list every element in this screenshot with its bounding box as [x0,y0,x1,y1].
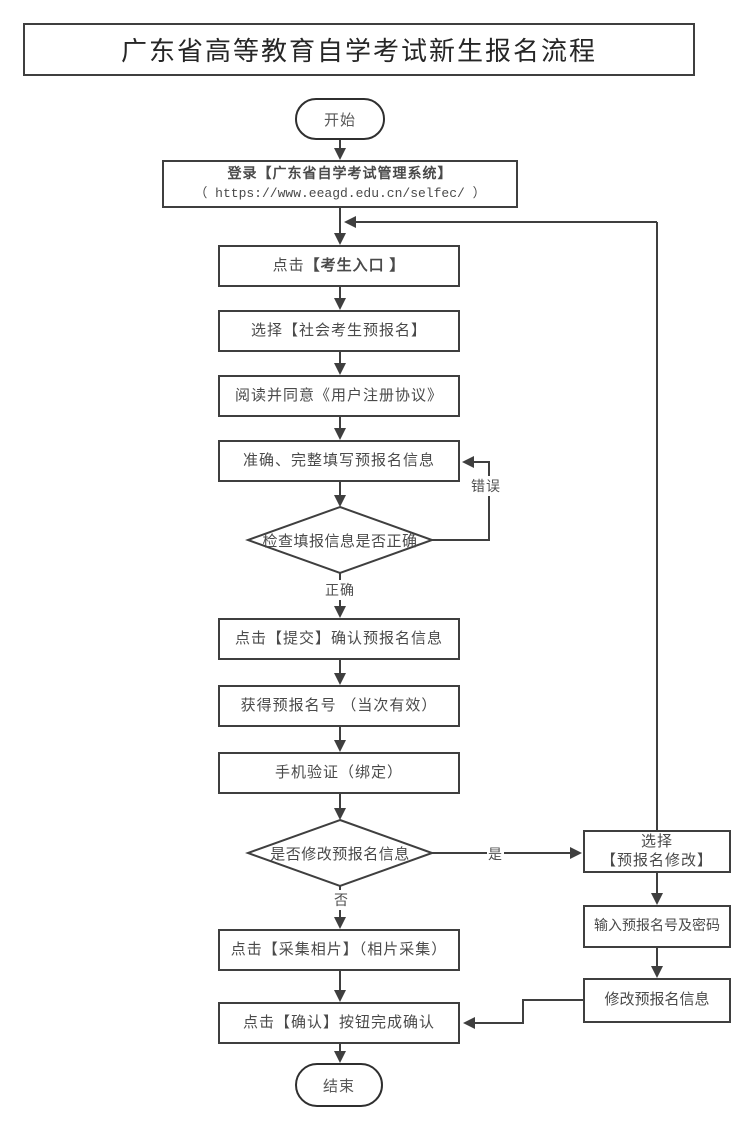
node-login: 登录【广东省自学考试管理系统】 （ https://www.eeagd.edu.… [162,160,518,208]
title-box: 广东省高等教育自学考试新生报名流程 [23,23,695,76]
node-start-label: 开始 [323,112,356,129]
edge-entry-social [334,287,346,310]
edge-label-no: 否 [333,890,350,910]
node-enter-number: 输入预报名号及密码 [583,905,731,948]
decision-modify-label: 是否修改预报名信息 [270,846,410,863]
node-choose-social-label: 选择【社会考生预报名】 [250,322,427,339]
node-submit: 点击【提交】确认预报名信息 [218,618,460,660]
node-select-modify-line2: 【预报名修改】 [600,852,713,869]
node-click-entry: 点击【考生入口 】 [218,245,460,287]
node-obtain-number: 获得预报名号 （当次有效） [218,685,460,727]
node-modify-info: 修改预报名信息 [583,978,731,1023]
node-confirm-label: 点击【确认】按钮完成确认 [242,1014,435,1031]
node-click-entry-label: 点击【考生入口 】 [272,257,406,274]
node-select-modify-line1: 选择 [640,833,673,850]
edge-confirm-end [334,1044,346,1063]
node-collect-photo: 点击【采集相片】（相片采集） [218,929,460,971]
node-fill-info-label: 准确、完整填写预报名信息 [242,452,435,469]
node-login-label: 登录【广东省自学考试管理系统】 [227,167,453,182]
node-obtain-number-label: 获得预报名号 （当次有效） [240,697,438,714]
node-agreement-label: 阅读并同意《用户注册协议》 [234,387,443,404]
edge-label-error: 错误 [470,476,502,496]
node-choose-social: 选择【社会考生预报名】 [218,310,460,352]
edge-error-loop [432,456,490,541]
edge-yes [432,847,582,859]
node-login-url: （ https://www.eeagd.edu.cn/selfec/ ） [194,186,486,201]
edge-social-agreement [334,352,346,375]
node-phone-verify: 手机验证（绑定） [218,752,460,794]
edge-select-enter [651,873,663,905]
node-submit-label: 点击【提交】确认预报名信息 [234,630,443,647]
edge-modify-confirm [463,999,583,1029]
edge-phone-decision [334,794,346,820]
node-phone-verify-label: 手机验证（绑定） [274,764,403,781]
edge-enter-modify [651,948,663,978]
edge-submit-obtain [334,660,346,685]
node-end-label: 结束 [322,1078,355,1095]
edge-return-loop [344,216,658,830]
edge-obtain-phone [334,727,346,752]
edge-label-yes: 是 [487,844,504,864]
edge-login-entry [334,207,346,245]
node-select-modify: 选择 【预报名修改】 [583,830,731,873]
node-collect-photo-label: 点击【采集相片】（相片采集） [230,941,448,958]
node-confirm: 点击【确认】按钮完成确认 [218,1002,460,1044]
edge-agreement-fill [334,417,346,440]
node-fill-info: 准确、完整填写预报名信息 [218,440,460,482]
node-start: 开始 [295,98,385,140]
edge-start-login [334,140,346,160]
node-modify-info-label: 修改预报名信息 [604,992,710,1008]
edge-photo-confirm [334,971,346,1002]
page-title: 广东省高等教育自学考试新生报名流程 [120,37,597,66]
node-agreement: 阅读并同意《用户注册协议》 [218,375,460,417]
node-enter-number-label: 输入预报名号及密码 [594,919,720,934]
edge-fill-check [334,482,346,507]
node-end: 结束 [295,1063,383,1107]
decision-check-label: 检查填报信息是否正确 [262,533,418,550]
edge-label-correct: 正确 [324,580,356,600]
